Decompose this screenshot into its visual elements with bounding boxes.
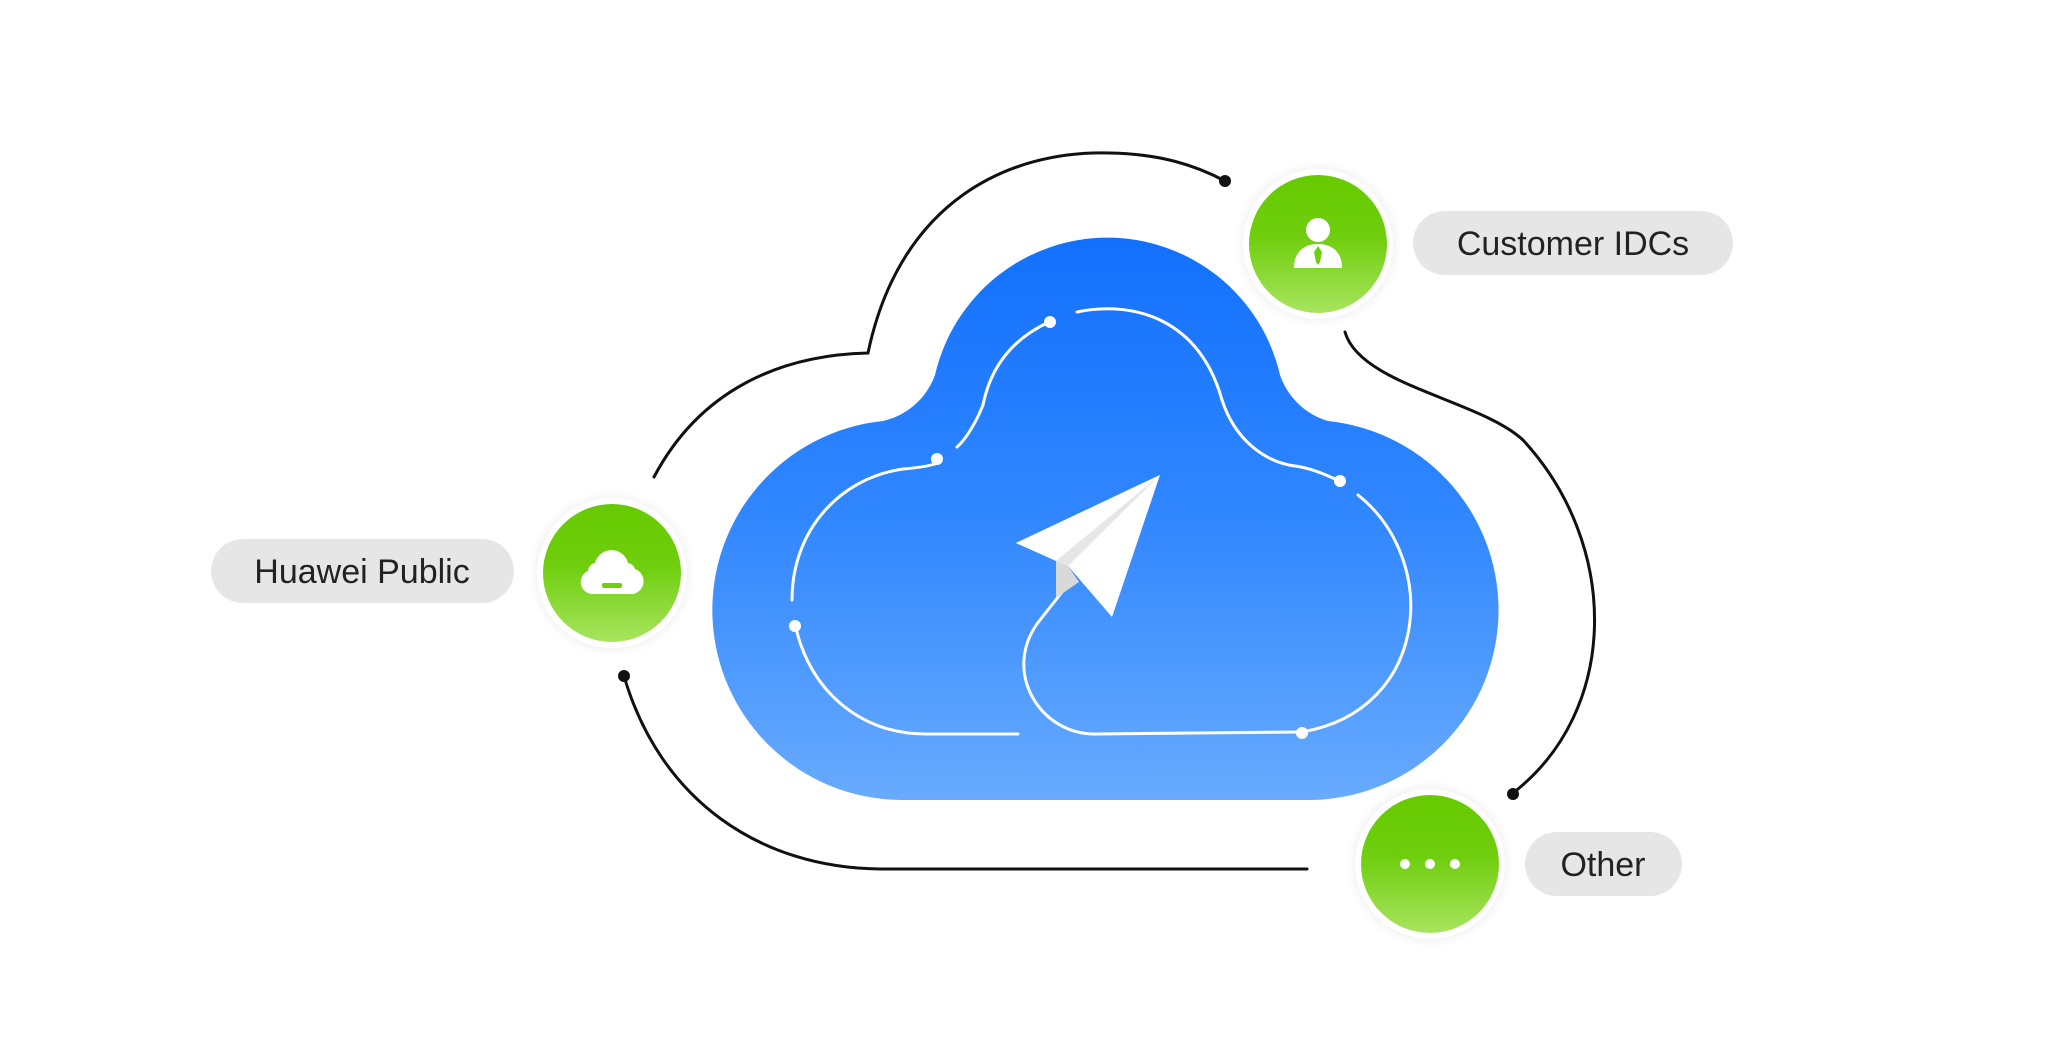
- paper-plane-icon: [1016, 475, 1160, 617]
- ellipsis-icon: [1400, 859, 1460, 869]
- label-pill-huawei-public: Huawei Public: [211, 539, 514, 603]
- node-customer-idcs: [1240, 166, 1396, 322]
- endpoint-dot: [1507, 788, 1519, 800]
- central-cloud: [712, 237, 1499, 801]
- connector-endpoints: [618, 175, 1519, 800]
- cloud-inner-outline: [790, 307, 1413, 736]
- cloud-outline-dots: [789, 316, 1346, 739]
- node-other: [1352, 786, 1508, 942]
- endpoint-dot: [1219, 175, 1231, 187]
- connector-top-left: [652, 151, 1227, 479]
- node-huawei-public: [534, 495, 690, 651]
- endpoint-dot: [618, 670, 630, 682]
- node-label: Customer IDCs: [1457, 225, 1689, 263]
- node-label: Huawei Public: [254, 553, 469, 591]
- connector-bottom: [622, 674, 1309, 871]
- connector-lines: [622, 151, 1596, 871]
- label-pill-customer-idcs: Customer IDCs: [1413, 211, 1733, 275]
- node-label: Other: [1560, 846, 1645, 884]
- label-pill-other: Other: [1525, 832, 1682, 896]
- person-icon: [1294, 218, 1342, 268]
- cloud-icon: [580, 550, 644, 594]
- connector-right: [1343, 330, 1596, 795]
